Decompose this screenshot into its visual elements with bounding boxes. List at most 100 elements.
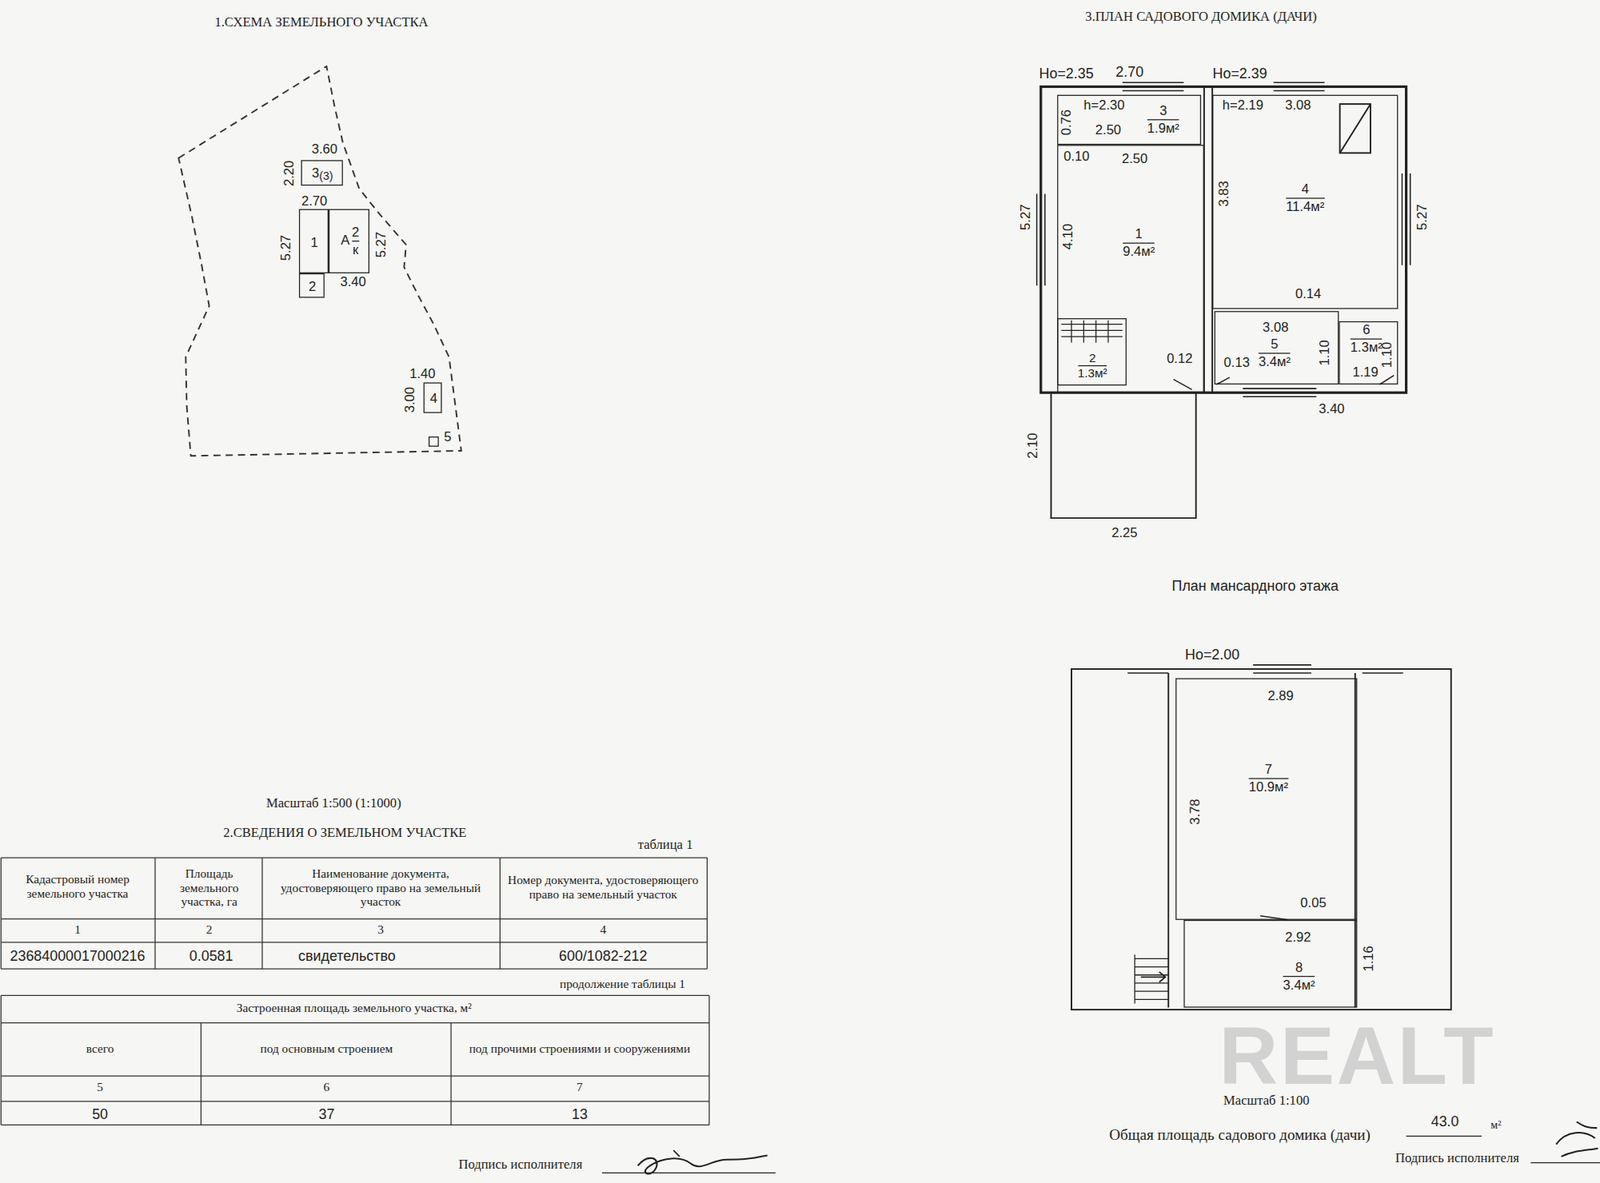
- dimension-label: 3.40: [1318, 402, 1345, 418]
- room-label: 710.9м²: [1248, 762, 1289, 795]
- dimension-label: Hо=2.35: [1039, 65, 1094, 83]
- table-cell: 1: [74, 923, 81, 938]
- value-underline: [1406, 1136, 1482, 1138]
- section-heading: 3.ПЛАН САДОВОГО ДОМИКА (ДАЧИ): [1085, 9, 1317, 25]
- building-outline: 4: [423, 382, 443, 413]
- room-label: 4: [430, 391, 438, 407]
- porch-outline: [1050, 392, 1196, 519]
- dimension-label: 2.10: [1025, 432, 1042, 459]
- room-label: 2: [308, 279, 316, 296]
- dimension-label: 0.05: [1300, 896, 1326, 912]
- room-outline: 21.3м²: [1057, 317, 1127, 385]
- table-cell: 23684000017000216: [10, 947, 146, 965]
- room-area: 1.3м²: [1077, 366, 1108, 381]
- table-grid: [0, 857, 710, 1126]
- building-outline: 5: [428, 436, 439, 447]
- table-cell: 6: [323, 1081, 331, 1097]
- dimension-label: 2.50: [1095, 123, 1122, 139]
- dimension-label: 3.40: [339, 275, 366, 291]
- dimension-label: 2.25: [1111, 526, 1138, 542]
- dimension-label: 1.10: [1317, 339, 1333, 366]
- note-text: продолжение таблицы 1: [559, 978, 686, 994]
- room-area: 10.9м²: [1248, 778, 1289, 795]
- building-outline: 1: [299, 209, 329, 274]
- room-label: 21.3м²: [1077, 350, 1108, 381]
- section-heading: План мансардного этажа: [1172, 577, 1339, 595]
- dimension-label: 5.27: [1018, 204, 1034, 231]
- section-heading: 1.СХЕМА ЗЕМЕЛЬНОГО УЧАСТКА: [214, 15, 428, 31]
- room-number: 1: [310, 235, 318, 251]
- room-number: 3: [1147, 103, 1180, 120]
- inner-wall: [1204, 86, 1213, 393]
- dimension-label: 2.70: [301, 194, 328, 210]
- fraction: 2к: [351, 224, 360, 258]
- building-outline: 3(3): [300, 159, 343, 186]
- signature-line: [1530, 1162, 1600, 1164]
- dimension-label: h=2.19: [1222, 98, 1264, 114]
- dimension-label: 1.16: [1361, 945, 1377, 972]
- value-text: 43.0: [1431, 1113, 1460, 1130]
- dimension-label: 1.40: [409, 367, 435, 383]
- building-outline: 2: [299, 273, 325, 299]
- note-text: Масштаб 1:100: [1223, 1093, 1309, 1110]
- table-cell: 13: [571, 1105, 588, 1123]
- dimension-label: 0.76: [1059, 109, 1075, 136]
- dimension-label: 3.60: [311, 142, 338, 158]
- table-cell: под основным строением: [259, 1042, 393, 1058]
- table-cell: 50: [91, 1105, 108, 1123]
- room-label: 5: [443, 429, 451, 446]
- stove-symbol: [1340, 103, 1371, 153]
- dimension-label: 4.10: [1061, 223, 1077, 250]
- dimension-label: 3.00: [402, 387, 419, 413]
- outer-wall: [1041, 86, 1407, 393]
- table-cell: 5: [96, 1081, 104, 1097]
- room-number: 4: [1285, 181, 1325, 199]
- table-cell: Площадь земельного участка, га: [160, 867, 258, 910]
- dimension-label: 5.27: [374, 231, 390, 258]
- stair-arrow: [1141, 972, 1166, 983]
- section-heading: 2.СВЕДЕНИЯ О ЗЕМЕЛЬНОМ УЧАСТКЕ: [223, 825, 467, 842]
- table-cell: 4: [599, 923, 607, 938]
- dimension-label: 0.14: [1295, 287, 1321, 303]
- table-cell: 37: [318, 1105, 335, 1123]
- room-number: 8: [1283, 960, 1316, 978]
- stair-symbol: [1134, 954, 1169, 1004]
- room-area: (3): [319, 169, 333, 182]
- unit-text: м²: [1490, 1118, 1501, 1132]
- table-cell: 0.0581: [189, 947, 234, 965]
- note-text: Подпись исполнителя: [458, 1157, 583, 1174]
- dimension-label: Hо=2.39: [1212, 65, 1268, 83]
- table-cell: Застроенная площадь земельного участка, …: [236, 1001, 472, 1017]
- room-outline: 710.9м²: [1175, 678, 1357, 920]
- room-area: 1.3м²: [1350, 339, 1383, 356]
- room-outline: 83.4м²: [1183, 920, 1357, 1009]
- dimension-label: Hо=2.00: [1185, 646, 1240, 664]
- table-cell: под прочими строениями и сооружениями: [466, 1042, 692, 1058]
- dimension-label: 1.10: [1380, 342, 1396, 368]
- table-cell: 600/1082-212: [558, 947, 647, 965]
- room-label: 61.3м²: [1350, 322, 1383, 356]
- dimension-label: 3.78: [1188, 798, 1204, 825]
- table-cell: Наименование документа, удостоверяющего …: [271, 867, 491, 910]
- room-number: 1: [1122, 226, 1155, 244]
- room-label: 1: [310, 235, 318, 252]
- dimension-label: 3.83: [1216, 180, 1233, 207]
- table-cell: 3: [377, 923, 384, 938]
- dimension-label: 0.13: [1224, 355, 1250, 372]
- ground-floor-plan: [1037, 82, 1411, 519]
- window-mark: [1127, 665, 1404, 674]
- table-cell: 2: [206, 923, 213, 938]
- room-outline: 31.9м²: [1057, 95, 1201, 146]
- room-number: 5: [443, 429, 451, 445]
- signature: [673, 1150, 680, 1158]
- room-number: 7: [1248, 762, 1289, 779]
- room-label: 411.4м²: [1285, 181, 1325, 215]
- room-area: 11.4м²: [1285, 198, 1325, 215]
- dimension-label: 1.19: [1352, 365, 1378, 381]
- dimension-label: 2.92: [1284, 930, 1311, 946]
- room-label: 83.4м²: [1283, 960, 1316, 994]
- note-text: Подпись исполнителя: [1395, 1151, 1520, 1167]
- dimension-label: 0.10: [1063, 149, 1090, 165]
- signatures: [602, 1121, 1600, 1174]
- window-mark: [1037, 82, 1411, 397]
